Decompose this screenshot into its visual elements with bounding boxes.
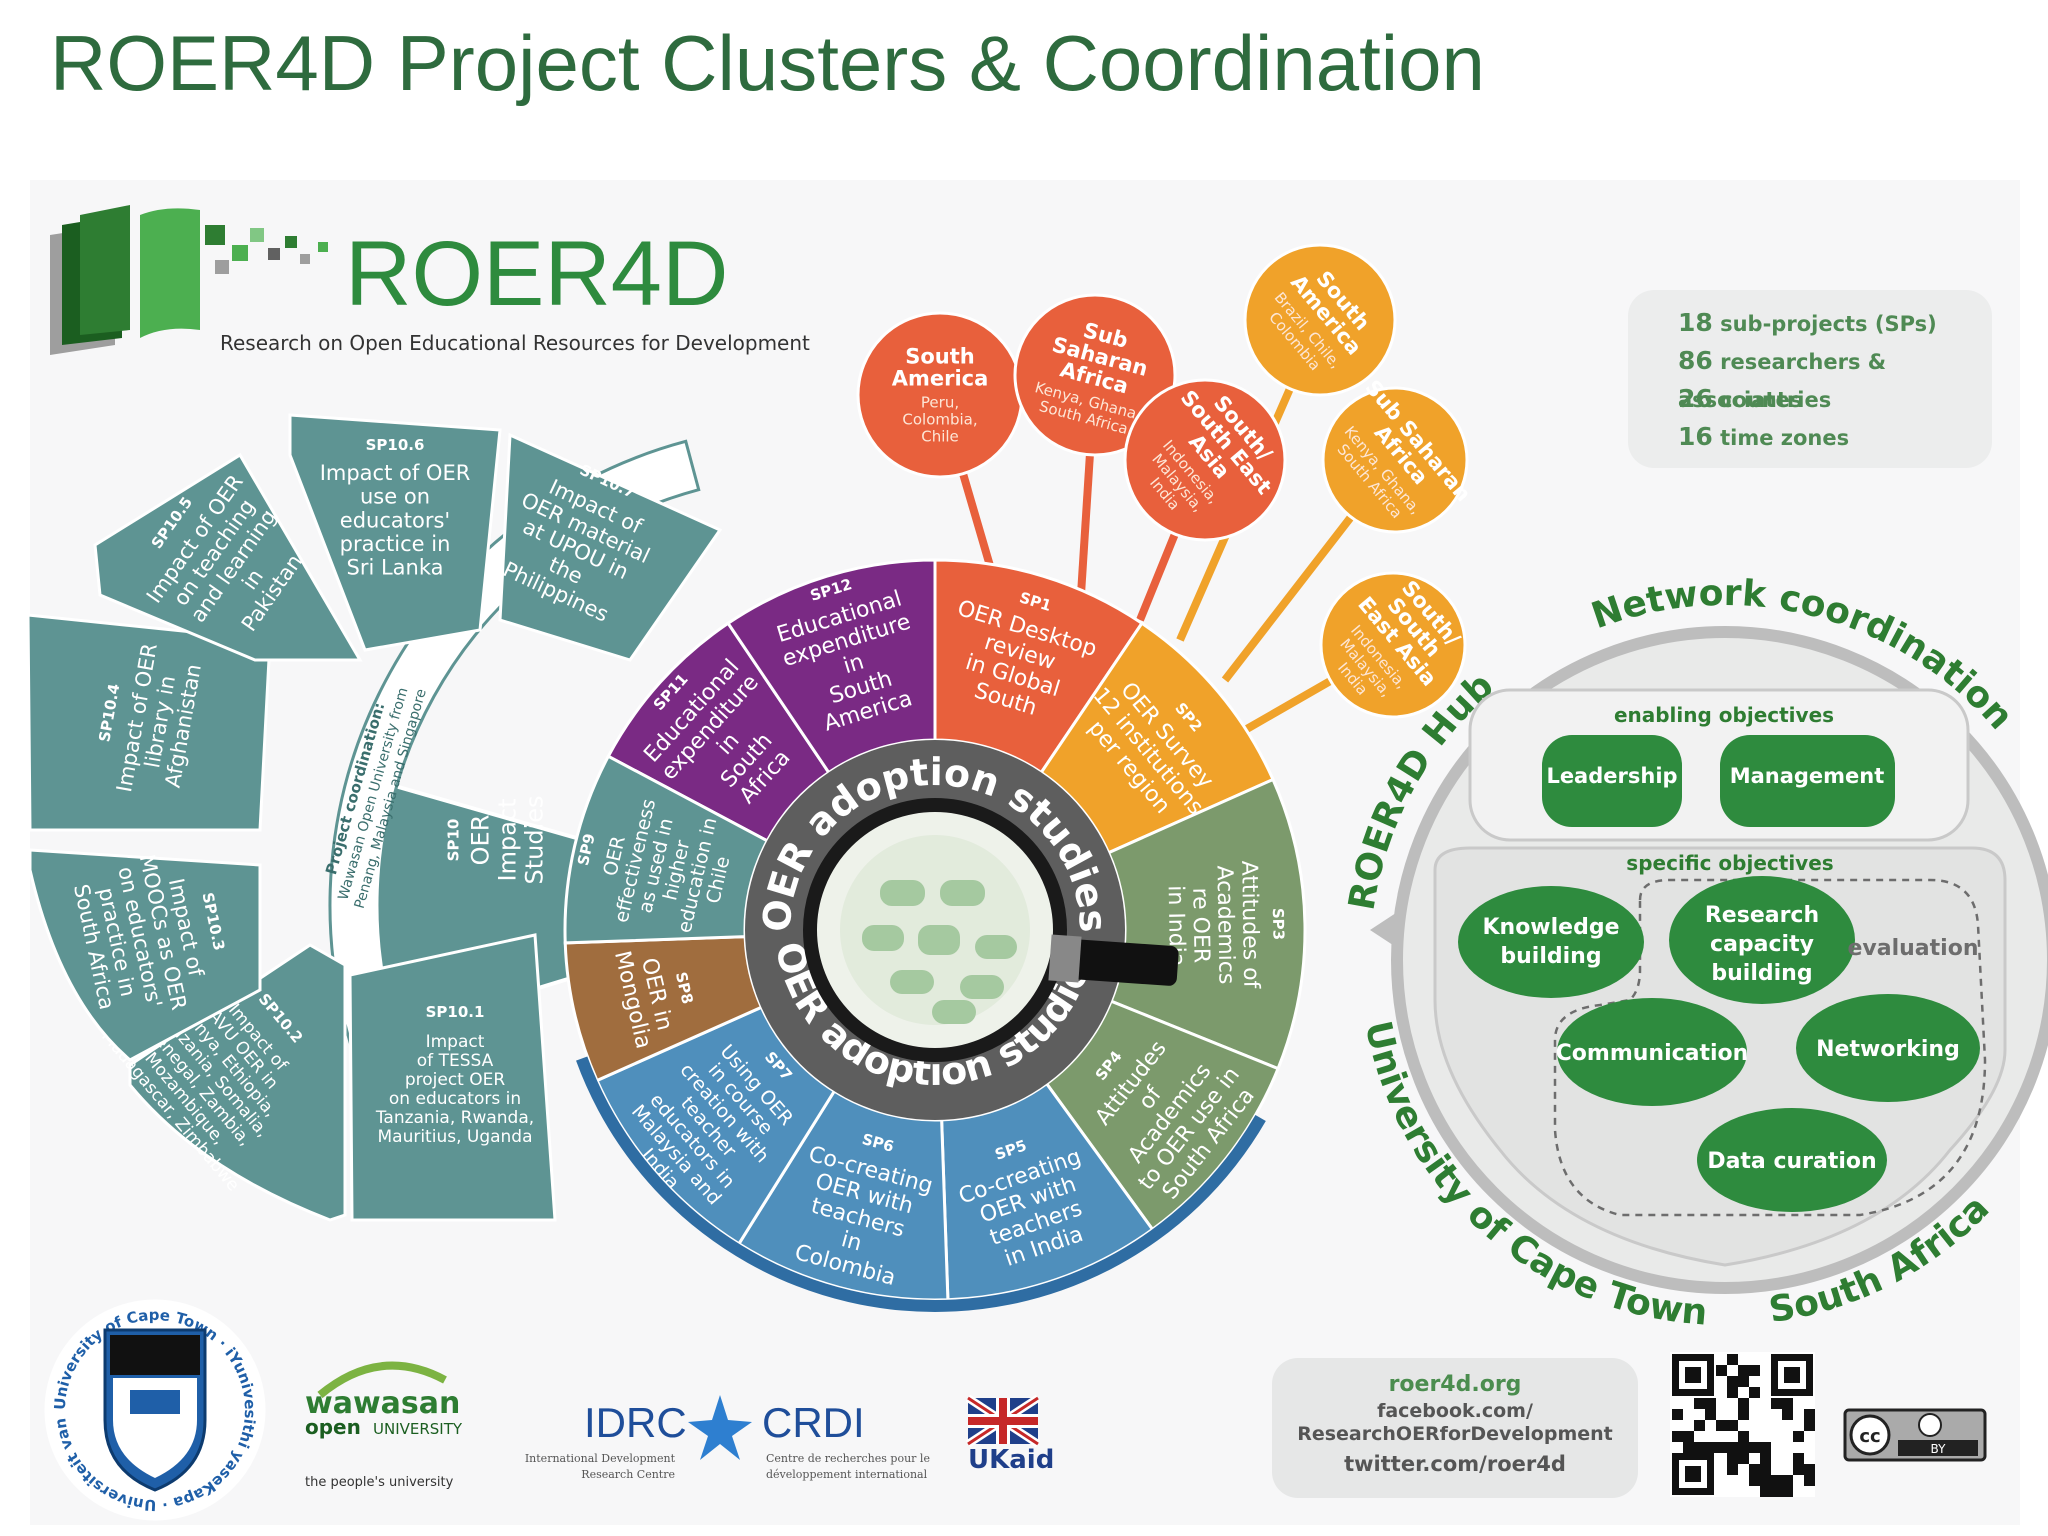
knowledge-building-label-2: building [1500, 944, 1601, 969]
leadership-label: Leadership [1546, 764, 1677, 788]
twitter-link[interactable]: twitter.com/roer4d [1344, 1452, 1566, 1476]
qr-code [1670, 1352, 1815, 1497]
facebook-link-line-1[interactable]: facebook.com/ [1377, 1400, 1533, 1422]
sector-sp3-text: Attitudes of [1236, 860, 1263, 989]
sector-sp10-7 [498, 432, 723, 662]
sector-sp10-center-text: Impact [494, 798, 522, 881]
wawasan-university: UNIVERSITY [373, 1420, 463, 1438]
wawasan-logo: wawasan open UNIVERSITY the people's uni… [305, 1361, 463, 1490]
ukaid-logo: UKaid [965, 1394, 1054, 1475]
stat-countries: 26 countries [1678, 384, 1832, 413]
knowledge-building-label-1: Knowledge [1482, 915, 1619, 940]
region-circle [1319, 571, 1467, 719]
leadership-node [1542, 735, 1682, 827]
sector-sp10-6-text: practice in [340, 532, 451, 556]
sector-sp10-center-text: OER [467, 815, 495, 866]
communication-node [1557, 998, 1747, 1106]
research-capacity-label-1: Research [1705, 903, 1819, 928]
sector-sp10-1-code: SP10.1 [426, 1003, 485, 1021]
networking-label: Networking [1816, 1037, 1960, 1062]
sector-sp3-text: re OER [1187, 887, 1213, 963]
stat-sub-projects: 18 sub-projects (SPs) [1678, 308, 1937, 337]
wawasan-word: wawasan [305, 1386, 460, 1421]
crdi-sub-2: développement international [766, 1468, 928, 1481]
sector-sp10-1-text: project OER [405, 1070, 506, 1090]
knowledge-building-node [1458, 886, 1644, 998]
region-circle [1321, 386, 1469, 534]
networking-node [1796, 994, 1980, 1102]
region-title: America [892, 367, 989, 391]
page-title: ROER4D Project Clusters & Coordination [50, 19, 1485, 107]
sector-sp10-1-text: Impact [426, 1032, 485, 1052]
research-capacity-label-2: capacity [1710, 932, 1814, 957]
facebook-link-line-2[interactable]: ResearchOERforDevelopment [1297, 1423, 1613, 1445]
management-node [1720, 735, 1895, 827]
data-curation-label: Data curation [1707, 1149, 1876, 1174]
region-circle [1123, 378, 1287, 542]
enabling-objectives-label: enabling objectives [1614, 703, 1834, 727]
region-countries: Colombia, [902, 411, 977, 429]
idrc-text: IDRC [584, 1399, 687, 1446]
research-capacity-node [1669, 876, 1855, 1004]
sector-sp10-2 [128, 943, 347, 1222]
sector-sp10-center-code: SP10 [445, 819, 463, 862]
roer4d-logo: ROER4D Research on Open Educational Reso… [50, 205, 810, 355]
sector-sp10-6-text: Impact of OER [320, 461, 471, 485]
ukaid-text: UKaid [968, 1445, 1054, 1475]
contact-box: roer4d.org facebook.com/ ResearchOERforD… [1272, 1358, 1638, 1498]
sector-sp10-3 [28, 848, 262, 1062]
sector-sp10-1 [348, 933, 557, 1222]
idrc-sub-1: International Development [525, 1452, 676, 1465]
sector-sp10-center-text: Studies [520, 795, 548, 884]
logo-wordmark: ROER4D [345, 223, 728, 325]
sector-sp10-6-code: SP10.6 [366, 436, 425, 454]
region-countries: Peru, [921, 394, 959, 412]
book-icon [50, 205, 328, 355]
oer-adoption-wheel: SP11EducationalexpenditureinSouthAfricaS… [563, 558, 1307, 1312]
wawasan-open: open [305, 1415, 361, 1439]
crdi-text: CRDI [762, 1399, 865, 1446]
sector-sp10-6-text: Sri Lanka [346, 555, 443, 579]
sector-sp10-1-text: of TESSA [417, 1051, 494, 1071]
crdi-sub-1: Centre de recherches pour le [766, 1452, 930, 1465]
sector-sp10-1-text: Mauritius, Uganda [377, 1127, 532, 1147]
svg-text:cc: cc [1859, 1426, 1880, 1447]
region-circle [1243, 243, 1397, 397]
magnifier-icon [803, 798, 1179, 1062]
logo-tagline: Research on Open Educational Resources f… [220, 331, 810, 355]
research-capacity-label-3: building [1711, 961, 1812, 986]
project-stats-box: 18 sub-projects (SPs) 86 researchers & a… [1628, 290, 1992, 468]
data-curation-node [1697, 1108, 1887, 1212]
region-circle [1013, 293, 1177, 457]
cc-by-label: BY [1931, 1442, 1947, 1456]
sector-sp10-5 [93, 452, 363, 662]
management-label: Management [1730, 764, 1885, 788]
sector-sp10-6-text: use on [360, 485, 430, 509]
idrc-crdi-logo: IDRC CRDI International Development Rese… [525, 1395, 930, 1481]
sector-sp10-6-text: educators' [340, 508, 450, 532]
evaluation-boundary [1553, 878, 1987, 1217]
idrc-star-icon [688, 1395, 752, 1460]
region-connectors: SouthAmericaPeru,Colombia,ChileSubSahara… [856, 243, 1475, 734]
evaluation-label: evaluation [1848, 936, 1979, 961]
region-title: South [905, 345, 975, 369]
region-countries: Chile [921, 428, 959, 446]
specific-objectives-label: specific objectives [1626, 851, 1833, 875]
sector-sp10-6 [288, 413, 502, 652]
idrc-sub-2: Research Centre [581, 1468, 675, 1481]
website-link[interactable]: roer4d.org [1388, 1372, 1522, 1397]
stat-researchers: 86 researchers & associates [1678, 346, 1887, 412]
sector-sp10-1-text: on educators in [389, 1089, 521, 1109]
cc-by-license-icon: cc BY [1843, 1408, 1987, 1462]
communication-label: Communication [1556, 1041, 1749, 1066]
sector-sp3-text: Academics [1212, 865, 1239, 984]
stat-time-zones: 16 time zones [1678, 422, 1850, 451]
sector-sp10-1-text: Tanzania, Rwanda, [375, 1108, 534, 1128]
wawasan-tagline: the people's university [305, 1475, 454, 1490]
sector-sp3-code: SP3 [1269, 908, 1288, 941]
